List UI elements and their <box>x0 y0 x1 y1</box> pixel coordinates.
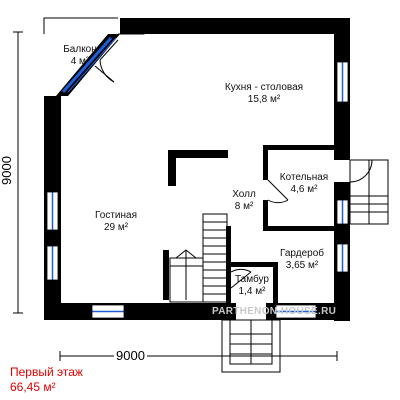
room-boiler-name: Котельная <box>279 172 329 183</box>
room-wardrobe-name: Гардероб <box>280 248 324 259</box>
room-vestibule-name: Тамбур <box>235 274 269 285</box>
room-balcony-label: Балкон 4 м² <box>63 44 97 68</box>
room-living-area: 29 м² <box>103 222 129 233</box>
room-boiler-label: Котельная 4,6 м² <box>280 172 328 196</box>
room-hall-area: 8 м² <box>234 201 254 212</box>
room-kitchen-name: Кухня - столовая <box>224 82 304 93</box>
window-glazing <box>51 62 344 313</box>
vestibule-door <box>230 268 252 289</box>
room-hall-label: Холл 8 м² <box>232 189 256 213</box>
balcony-door <box>94 39 119 83</box>
boiler-door <box>267 179 289 204</box>
window-frames <box>46 61 349 319</box>
dimension-lines <box>13 31 338 361</box>
watermark: PARTHENON-HOUSE.RU <box>212 306 337 317</box>
balcony-glazing <box>43 17 162 126</box>
room-vestibule-label: Тамбур 1,4 м² <box>235 274 269 298</box>
room-living-name: Гостиная <box>95 210 137 221</box>
dimension-horizontal: 9000 <box>114 348 147 363</box>
staircase <box>169 213 228 303</box>
room-wardrobe-label: Гардероб 3,65 м² <box>280 248 324 272</box>
interior-walls <box>163 145 336 304</box>
floor-label: Первый этаж 66,45 м² <box>10 365 83 395</box>
room-boiler-area: 4,6 м² <box>290 184 318 195</box>
front-porch <box>221 319 281 373</box>
room-wardrobe-area: 3,65 м² <box>285 260 319 271</box>
room-hall-name: Холл <box>232 189 256 200</box>
floor-title: Первый этаж <box>10 365 83 379</box>
room-balcony-area: 4 м² <box>70 56 90 67</box>
room-balcony-name: Балкон <box>63 44 97 55</box>
room-living-label: Гостиная 29 м² <box>95 210 137 234</box>
floor-area: 66,45 м² <box>10 380 56 394</box>
room-kitchen-label: Кухня - столовая 15,8 м² <box>225 82 303 106</box>
side-porch <box>349 159 389 225</box>
room-kitchen-area: 15,8 м² <box>247 94 281 105</box>
dimension-vertical: 9000 <box>0 156 14 185</box>
room-vestibule-area: 1,4 м² <box>238 286 266 297</box>
